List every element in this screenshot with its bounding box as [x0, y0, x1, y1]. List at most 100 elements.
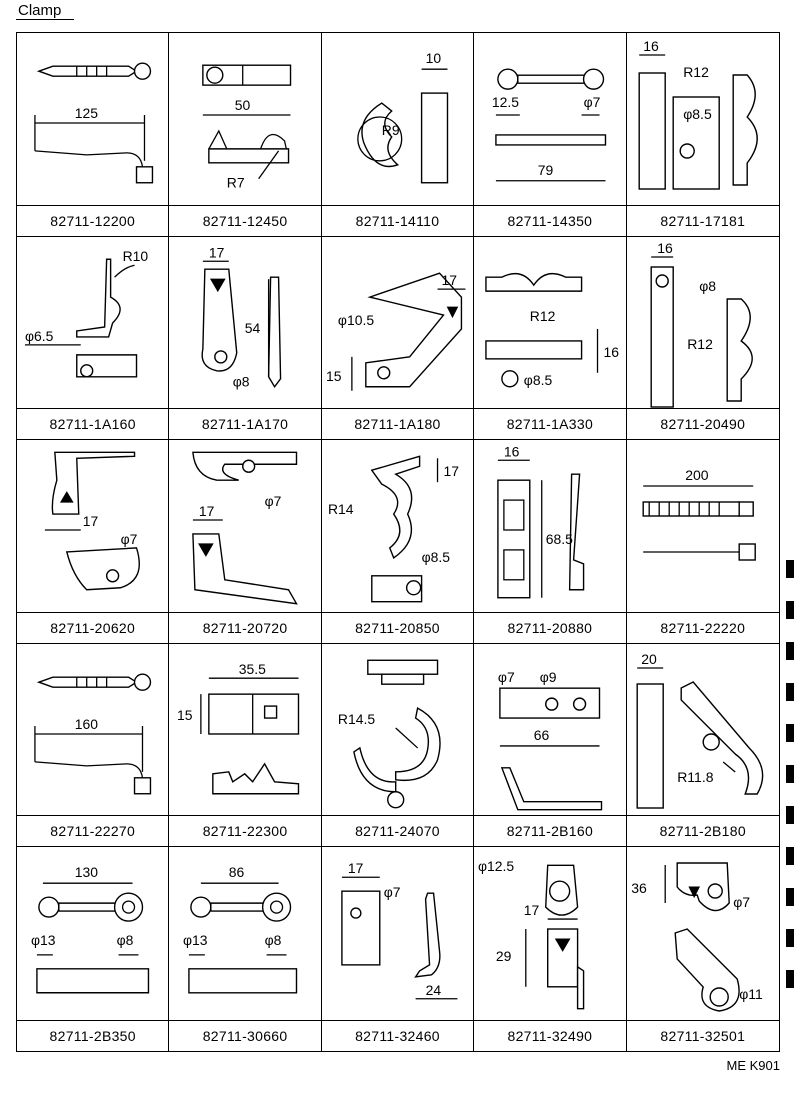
dim-label: 17 — [441, 272, 457, 288]
part-number: 82711-20490 — [626, 408, 779, 439]
dim-label: φ8 — [699, 278, 716, 294]
dim-label: 16 — [643, 38, 659, 54]
part-cell[interactable]: 130 φ13 φ8 82711-2B350 — [17, 847, 170, 1051]
part-number: 82711-14110 — [321, 204, 474, 236]
dim-label: 24 — [425, 982, 441, 998]
part-number: 82711-20850 — [321, 611, 474, 643]
part-cell[interactable]: 16 φ8 R12 82711-20490 — [626, 237, 779, 441]
dim-label: 17 — [443, 463, 459, 479]
dim-label: φ12.5 — [478, 859, 514, 875]
part-drawing: 35.5 15 — [169, 644, 320, 816]
part-number: 82711-32501 — [626, 1020, 779, 1051]
part-number: 82711-20620 — [17, 611, 169, 643]
dim-label: φ7 — [733, 894, 750, 910]
part-number: 82711-30660 — [169, 1020, 321, 1051]
part-drawing: 160 — [17, 644, 168, 816]
part-drawing: 17 54 φ8 — [169, 237, 320, 409]
part-cell[interactable]: 17 R14 φ8.5 82711-20850 — [321, 440, 475, 644]
part-drawing: 20 R11.8 — [627, 644, 779, 816]
dim-label: 35.5 — [239, 661, 266, 677]
part-number: 82711-22220 — [626, 611, 779, 643]
part-cell[interactable]: φ12.5 17 29 82711-32490 — [474, 847, 627, 1051]
dim-label: φ8.5 — [421, 549, 450, 565]
edge-mark — [786, 765, 794, 783]
part-cell[interactable]: 16 R12 φ8.5 82711-17181 — [626, 33, 779, 237]
dim-label: R12 — [530, 308, 556, 324]
part-cell[interactable]: 36 φ7 φ11 82711-32501 — [626, 847, 779, 1051]
dim-label: 16 — [604, 343, 620, 359]
part-number: 82711-1A170 — [169, 408, 321, 439]
dim-label: 50 — [235, 97, 251, 113]
part-drawing: 50 R7 — [169, 33, 320, 205]
dim-label: 20 — [641, 651, 657, 667]
part-cell[interactable]: R12 16 φ8.5 82711-1A330 — [474, 236, 627, 441]
part-number: 82711-2B160 — [474, 815, 626, 846]
dim-label: R11.8 — [677, 769, 714, 785]
edge-mark — [786, 888, 794, 906]
figure-code: ME K901 — [726, 1058, 780, 1073]
dim-label: 29 — [496, 948, 512, 964]
dim-label: φ8 — [233, 373, 250, 389]
part-cell[interactable]: 125 82711-12200 — [17, 33, 170, 237]
part-drawing: 200 — [627, 440, 779, 612]
part-drawing: 17 φ10.5 15 — [322, 237, 473, 409]
part-cell[interactable]: 10 R9 82711-14110 — [321, 33, 475, 237]
part-cell[interactable]: 35.5 15 82711-22300 — [169, 643, 322, 848]
page-title: Clamp — [18, 2, 62, 19]
edge-mark — [786, 642, 794, 660]
part-cell[interactable]: 17 φ7 24 82711-32460 — [321, 847, 475, 1051]
part-number: 82711-22300 — [169, 815, 321, 846]
part-number: 82711-17181 — [626, 204, 779, 236]
part-cell[interactable]: 20 R11.8 82711-2B180 — [626, 644, 779, 848]
dim-label: 130 — [75, 865, 99, 881]
part-drawing: R12 16 φ8.5 — [474, 237, 625, 409]
dim-label: 16 — [657, 240, 673, 256]
part-cell[interactable]: 17 54 φ8 82711-1A170 — [169, 236, 322, 441]
part-number: 82711-22270 — [17, 815, 169, 846]
part-cell[interactable]: φ7 φ9 66 82711-2B160 — [474, 643, 627, 848]
edge-mark — [786, 929, 794, 947]
dim-label: 17 — [348, 861, 364, 877]
dim-label: 17 — [199, 503, 215, 519]
part-drawing: 125 — [17, 33, 168, 205]
part-number: 82711-1A180 — [321, 408, 474, 439]
part-cell[interactable]: 16 68.5 82711-20880 — [474, 440, 627, 644]
part-cell[interactable]: 50 R7 82711-12450 — [169, 33, 322, 237]
part-cell[interactable]: 17 φ10.5 15 82711-1A180 — [321, 236, 475, 441]
dim-label: 200 — [685, 467, 709, 483]
part-cell[interactable]: 200 82711-22220 — [626, 440, 779, 644]
part-drawing: 17 φ7 — [17, 440, 168, 612]
dim-label: 15 — [326, 367, 342, 383]
part-cell[interactable]: 12.5 φ7 79 82711-14350 — [474, 33, 627, 237]
part-drawing: 17 φ7 24 — [322, 847, 473, 1019]
dim-label: φ11 — [739, 986, 763, 1002]
part-drawing: 16 68.5 — [474, 440, 625, 612]
part-drawing: φ7 φ9 66 — [474, 644, 625, 816]
edge-marks — [786, 560, 798, 1011]
dim-label: 17 — [83, 513, 99, 529]
dim-label: φ8.5 — [524, 371, 553, 387]
dim-label: 68.5 — [546, 531, 573, 547]
part-cell[interactable]: 17 φ7 82711-20620 — [17, 440, 170, 644]
edge-mark — [786, 601, 794, 619]
part-cell[interactable]: 86 φ13 φ8 82711-30660 — [169, 847, 322, 1051]
dim-label: R7 — [227, 175, 245, 191]
part-drawing: 16 φ8 R12 — [627, 237, 779, 409]
part-cell[interactable]: 160 82711-22270 — [17, 643, 170, 848]
dim-label: φ7 — [584, 94, 601, 110]
dim-label: φ8 — [117, 932, 134, 948]
part-drawing: φ7 17 — [169, 440, 320, 612]
dim-label: φ13 — [31, 932, 56, 948]
part-drawing: 16 R12 φ8.5 — [627, 33, 779, 205]
part-cell[interactable]: φ7 17 82711-20720 — [169, 440, 322, 644]
part-cell[interactable]: R10 φ6.5 82711-1A160 — [17, 236, 170, 441]
dim-label: φ8 — [265, 932, 282, 948]
part-number: 82711-2B180 — [626, 815, 779, 846]
title-underline — [16, 19, 74, 20]
part-cell[interactable]: R14.5 82711-24070 — [321, 643, 475, 848]
part-drawing: 86 φ13 φ8 — [169, 847, 320, 1019]
part-drawing: R10 φ6.5 — [17, 237, 168, 409]
part-drawing: 17 R14 φ8.5 — [322, 440, 473, 612]
part-drawing: R14.5 — [322, 644, 473, 816]
part-drawing: φ12.5 17 29 — [474, 847, 625, 1019]
